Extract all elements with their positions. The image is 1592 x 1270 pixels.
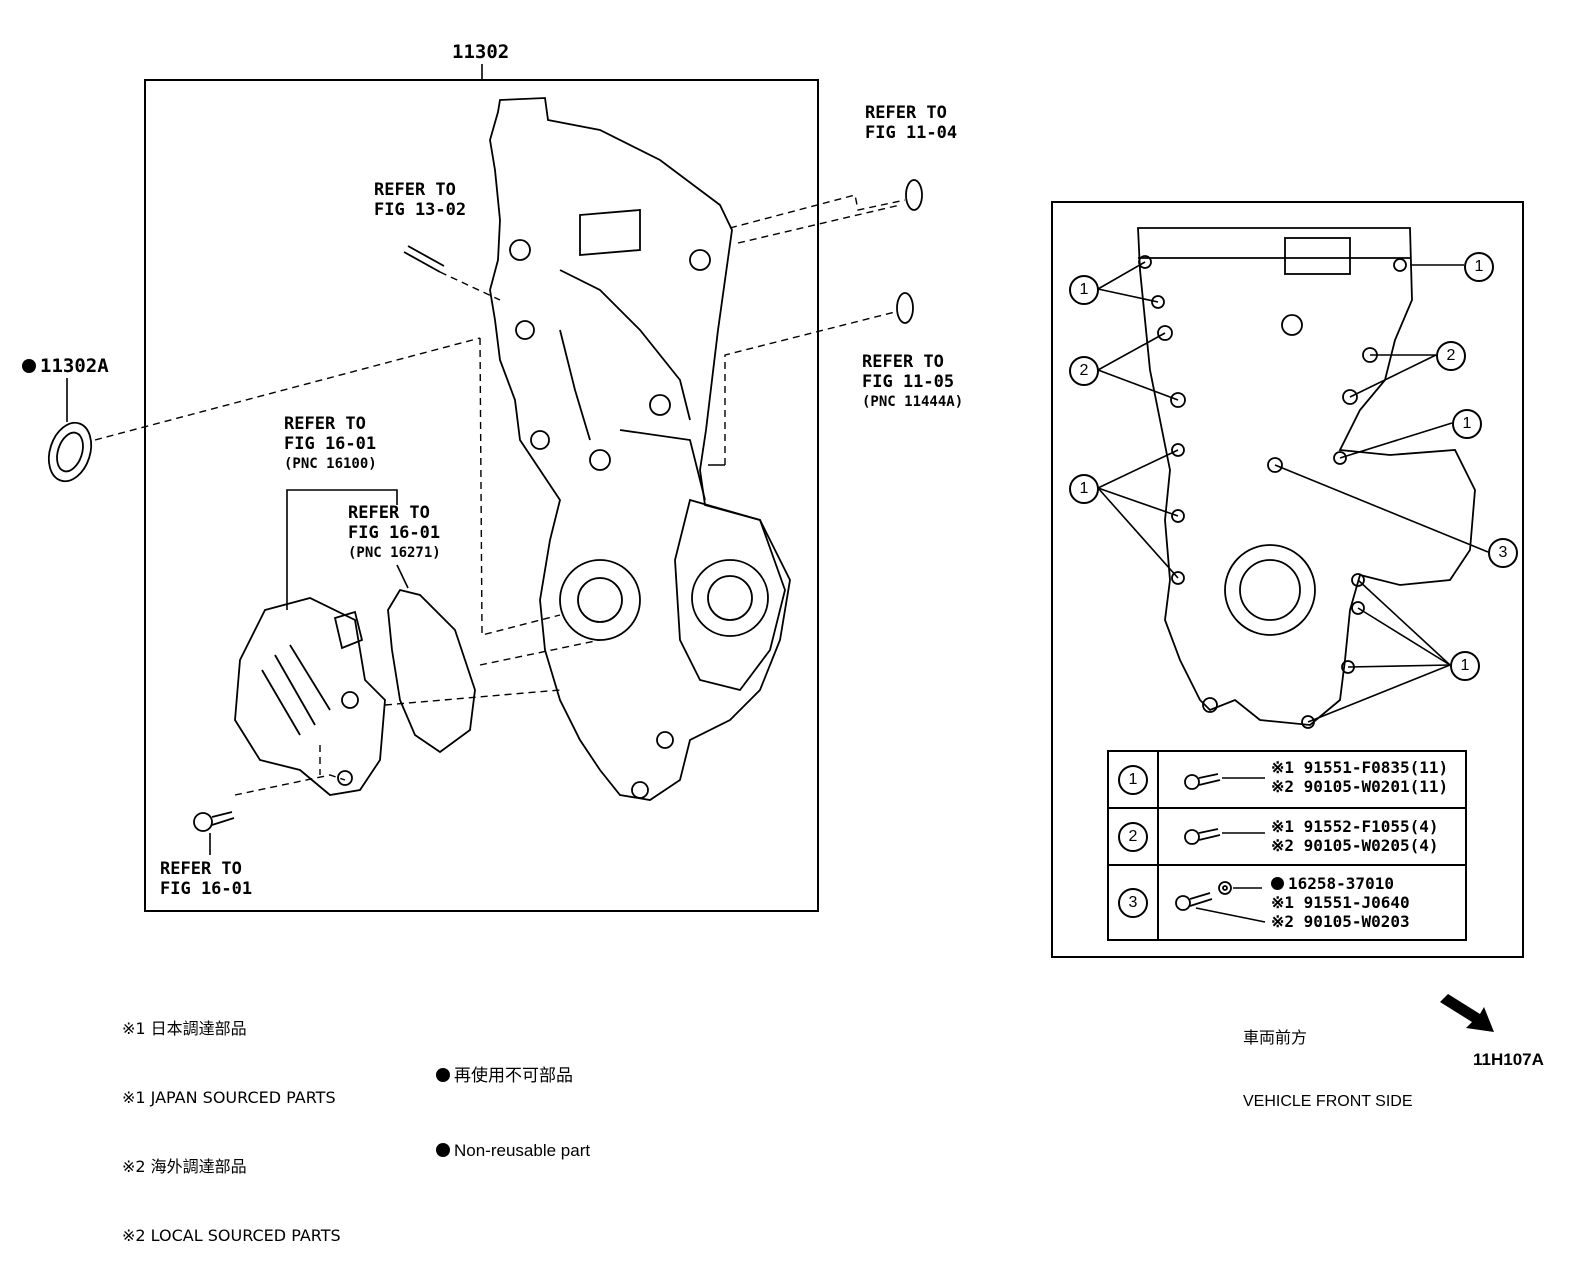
legend-number: 1	[1118, 764, 1148, 795]
sourcing-notes: ※1 日本調達部品 ※1 JAPAN SOURCED PARTS ※2 海外調達…	[122, 1019, 341, 1245]
oil-seal-drawing	[47, 421, 93, 483]
diagram-artwork	[47, 64, 1524, 1032]
vehicle-front-label: 車両前方 VEHICLE FRONT SIDE	[1243, 1030, 1413, 1110]
legend-number: 3	[1118, 887, 1148, 918]
legend-row: 1 ※1 91551-F0835(11)※2 90105-W0201(11)	[1107, 750, 1467, 809]
nonreusable-dot-icon	[22, 359, 36, 373]
water-pump-drawing	[234, 597, 386, 796]
legend-codes: 16258-37010※1 91551-J0640※2 90105-W0203	[1271, 874, 1410, 931]
callout-1: 1	[1450, 651, 1480, 681]
legend-row: 2 ※1 91552-F1055(4)※2 90105-W0205(4)	[1107, 807, 1467, 866]
callout-1: 1	[1069, 474, 1099, 504]
legend-number: 2	[1118, 821, 1148, 852]
o-ring-lower-drawing	[896, 292, 914, 324]
main-part-number: 11302	[452, 41, 510, 63]
nonreusable-legend: 再使用不可部品 Non-reusable part	[436, 1013, 590, 1188]
callout-2: 2	[1436, 341, 1466, 371]
callout-2: 2	[1069, 356, 1099, 386]
seal-part-number: 11302A	[40, 355, 109, 377]
timing-chain-cover-drawing	[489, 97, 791, 801]
seal-part-label: 11302A	[22, 356, 109, 376]
nonreusable-dot-icon	[436, 1068, 450, 1082]
stud-bolt-drawing	[403, 245, 501, 301]
inset-cover-drawing	[1137, 227, 1476, 729]
figure-id: 11H107A	[1473, 1050, 1544, 1069]
bolt-location-frame	[1051, 201, 1524, 958]
legend-codes: ※1 91551-F0835(11)※2 90105-W0201(11)	[1271, 758, 1449, 796]
vehicle-front-arrow-icon	[1440, 994, 1494, 1032]
o-ring-upper-drawing	[905, 179, 923, 211]
legend-codes: ※1 91552-F1055(4)※2 90105-W0205(4)	[1271, 817, 1439, 855]
nonreusable-dot-icon	[436, 1143, 450, 1157]
callout-1: 1	[1452, 409, 1482, 439]
callout-1: 1	[1464, 252, 1494, 282]
pump-bolt-drawing	[193, 811, 235, 832]
nonreusable-dot-icon	[1271, 877, 1284, 890]
callout-1: 1	[1069, 275, 1099, 305]
inset-leader-lines	[1097, 261, 1489, 723]
water-pump-gasket-drawing	[387, 588, 476, 754]
fastener-legend-table: 1 ※1 91551-F0835(11)※2 90105-W0201(11) 2…	[1107, 750, 1467, 941]
legend-row: 3 16258-37010※1 91551-J0640※2 90105-W020…	[1107, 864, 1467, 941]
callout-3: 3	[1488, 538, 1518, 568]
